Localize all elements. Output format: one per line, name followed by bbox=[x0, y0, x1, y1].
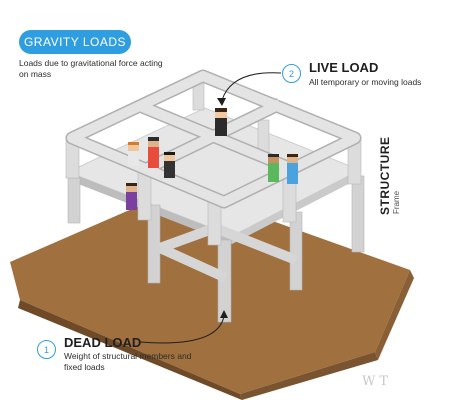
live-load-description: All temporary or moving loads bbox=[309, 77, 422, 87]
person-icon bbox=[215, 108, 227, 136]
gravity-loads-description: Loads due to gravitational force acting … bbox=[19, 58, 163, 79]
live-load-number-badge: 2 bbox=[282, 64, 301, 83]
dead-load-description: Weight of structural members and fixed l… bbox=[64, 351, 192, 372]
arrowhead-icon bbox=[220, 310, 228, 318]
dead-load-number-badge: 1 bbox=[37, 340, 56, 359]
ground-block bbox=[10, 188, 414, 400]
structure-subtitle: Frame bbox=[392, 190, 401, 214]
dead-load-title: DEAD LOAD bbox=[64, 335, 142, 350]
live-load-people bbox=[126, 108, 298, 210]
person-icon bbox=[148, 137, 159, 168]
gravity-loads-title: GRAVITY LOADS bbox=[19, 30, 131, 54]
live-load-arrow bbox=[221, 72, 282, 101]
person-icon bbox=[287, 154, 298, 184]
person-icon bbox=[164, 152, 175, 178]
dead-load-arrow bbox=[139, 315, 225, 344]
watermark-logo: WT bbox=[362, 374, 393, 389]
live-load-title: LIVE LOAD bbox=[309, 60, 379, 75]
upper-columns bbox=[65, 79, 362, 246]
person-icon bbox=[268, 154, 279, 182]
arrowhead-icon bbox=[217, 98, 226, 106]
structure-title: STRUCTURE bbox=[378, 136, 392, 216]
person-icon bbox=[128, 142, 139, 166]
structure-label: STRUCTURE Frame bbox=[378, 137, 401, 216]
person-icon bbox=[126, 183, 137, 210]
